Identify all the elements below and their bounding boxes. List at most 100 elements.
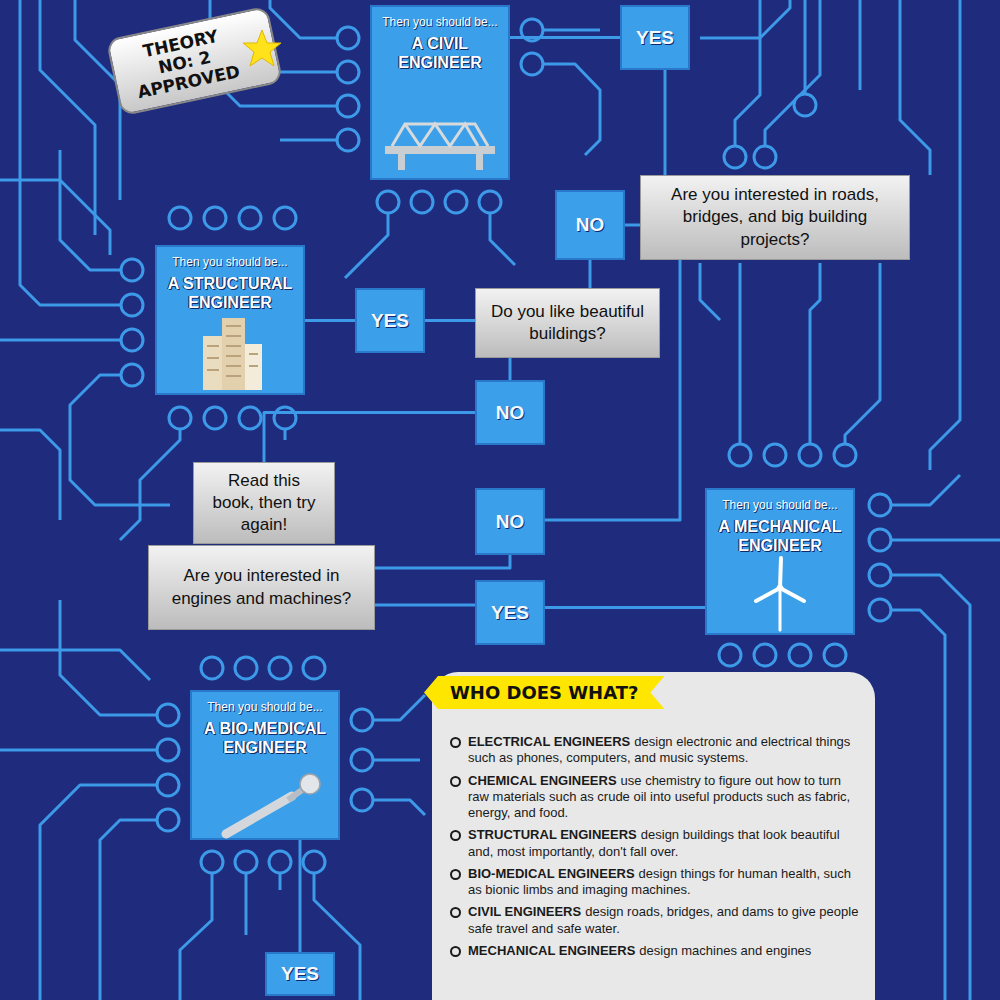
box-fill <box>475 288 660 358</box>
question-box: Are you interested in engines and machin… <box>148 545 375 630</box>
list-item: MECHANICAL ENGINEERS design machines and … <box>448 943 863 959</box>
engineer-type: MECHANICAL ENGINEERS <box>468 943 635 958</box>
circuit-pad <box>239 407 261 429</box>
circuit-pad <box>201 851 223 873</box>
node-text: A MECHANICAL ENGINEER <box>713 517 847 555</box>
node-text: Read this book, then try again! <box>205 470 323 536</box>
circuit-pad <box>869 599 891 621</box>
circuit-pad <box>351 709 373 731</box>
list-item: CHEMICAL ENGINEERSuse chemistry to figur… <box>448 773 863 822</box>
hip-implant-icon <box>226 774 320 834</box>
engineer-type: BIO-MEDICAL ENGINEERS <box>468 866 635 881</box>
box-fill <box>148 545 375 630</box>
flow-trace <box>425 319 475 322</box>
circuit-pad <box>235 851 257 873</box>
result-box: Then you should be...A CIVIL ENGINEER <box>370 5 510 180</box>
circuit-pad <box>824 644 846 666</box>
list-item: STRUCTURAL ENGINEERSdesign buildings tha… <box>448 827 863 860</box>
flow-trace <box>375 604 475 607</box>
circuit-pad <box>351 749 373 771</box>
circuit-pad <box>169 407 191 429</box>
circuit-pad <box>869 564 891 586</box>
answer-box: NO <box>555 190 625 260</box>
circuit-pad <box>303 851 325 873</box>
lead-in-text: Then you should be... <box>207 700 322 714</box>
flow-trace <box>545 606 705 609</box>
list-item: BIO-MEDICAL ENGINEERSdesign things for h… <box>448 866 863 899</box>
circuit-pad <box>121 259 143 281</box>
circuit-pad <box>239 207 261 229</box>
engineer-type: CHEMICAL ENGINEERS <box>468 773 617 788</box>
node-text: A BIO-MEDICAL ENGINEER <box>198 719 332 757</box>
circuit-pad <box>724 146 746 168</box>
lead-in-text: Then you should be... <box>172 255 287 269</box>
circuit-pad <box>157 739 179 761</box>
node-text: NO <box>496 511 525 533</box>
circuit-pad <box>337 27 359 49</box>
circuit-pad <box>337 95 359 117</box>
circuit-pad <box>789 644 811 666</box>
buildings-icon <box>203 318 262 390</box>
engineer-type: CIVIL ENGINEERS <box>468 904 581 919</box>
circuit-pad <box>201 657 223 679</box>
node-text: Do you like beautiful buildings? <box>487 301 648 345</box>
node-text: Are you interested in engines and machin… <box>160 565 363 609</box>
question-box: Do you like beautiful buildings? <box>475 288 660 358</box>
circuit-pad <box>157 704 179 726</box>
circuit-pad <box>157 809 179 831</box>
engineer-description: design machines and engines <box>639 943 811 958</box>
circuit-pad <box>157 774 179 796</box>
node-text: YES <box>281 963 319 985</box>
result-box: Then you should be... A BIO-MEDICAL ENGIN… <box>190 690 340 840</box>
circuit-pad <box>834 444 856 466</box>
flow-trace <box>664 70 667 175</box>
list-item: ELECTRICAL ENGINEERSdesign electronic an… <box>448 734 863 767</box>
flow-trace <box>299 840 302 952</box>
circuit-pad <box>274 407 296 429</box>
circuit-pad <box>794 94 816 116</box>
circuit-pad <box>121 329 143 351</box>
circuit-pad <box>269 851 291 873</box>
flow-trace <box>264 413 475 463</box>
circuit-pad <box>869 494 891 516</box>
engineer-type: STRUCTURAL ENGINEERS <box>468 827 637 842</box>
node-text: YES <box>371 310 409 332</box>
flow-trace <box>589 260 592 288</box>
node-text: YES <box>636 27 674 49</box>
flow-trace <box>305 319 355 322</box>
list-item: CIVIL ENGINEERSdesign roads, bridges, an… <box>448 904 863 937</box>
circuit-pad <box>411 191 433 213</box>
circuit-pad <box>754 146 776 168</box>
answer-box: YES <box>620 5 690 70</box>
circuit-pad <box>204 207 226 229</box>
circuit-pad <box>274 207 296 229</box>
answer-box: NO <box>475 488 545 555</box>
circuit-pad <box>235 657 257 679</box>
circuit-pad <box>764 444 786 466</box>
lead-in-text: Then you should be... <box>722 498 837 512</box>
result-box: Then you should be... A MECHANICAL ENGINE… <box>705 488 855 635</box>
info-panel: WHO DOES WHAT?ELECTRICAL ENGINEERSdesign… <box>432 672 875 1000</box>
flow-trace <box>625 224 640 227</box>
node-text: NO <box>496 402 525 424</box>
answer-box: YES <box>355 288 425 353</box>
circuit-pad <box>121 364 143 386</box>
node-text: NO <box>576 214 605 236</box>
node-text: A STRUCTURAL ENGINEER <box>163 274 297 312</box>
answer-box: NO <box>475 380 545 445</box>
circuit-pad <box>303 657 325 679</box>
question-box: Are you interested in roads, bridges, an… <box>640 175 910 260</box>
node-text: A CIVIL ENGINEER <box>378 34 502 72</box>
circuit-pad <box>337 61 359 83</box>
circuit-pad <box>377 191 399 213</box>
answer-box: YES <box>475 580 545 645</box>
node-text: THEORY NO: 2 APPROVED <box>121 22 248 104</box>
theory-badge: THEORY NO: 2 APPROVED <box>106 6 284 117</box>
circuit-pad <box>351 789 373 811</box>
circuit-pad <box>337 129 359 151</box>
node-text: YES <box>491 602 529 624</box>
circuit-pad <box>169 207 191 229</box>
engineer-type: ELECTRICAL ENGINEERS <box>468 734 630 749</box>
circuit-pad <box>729 444 751 466</box>
